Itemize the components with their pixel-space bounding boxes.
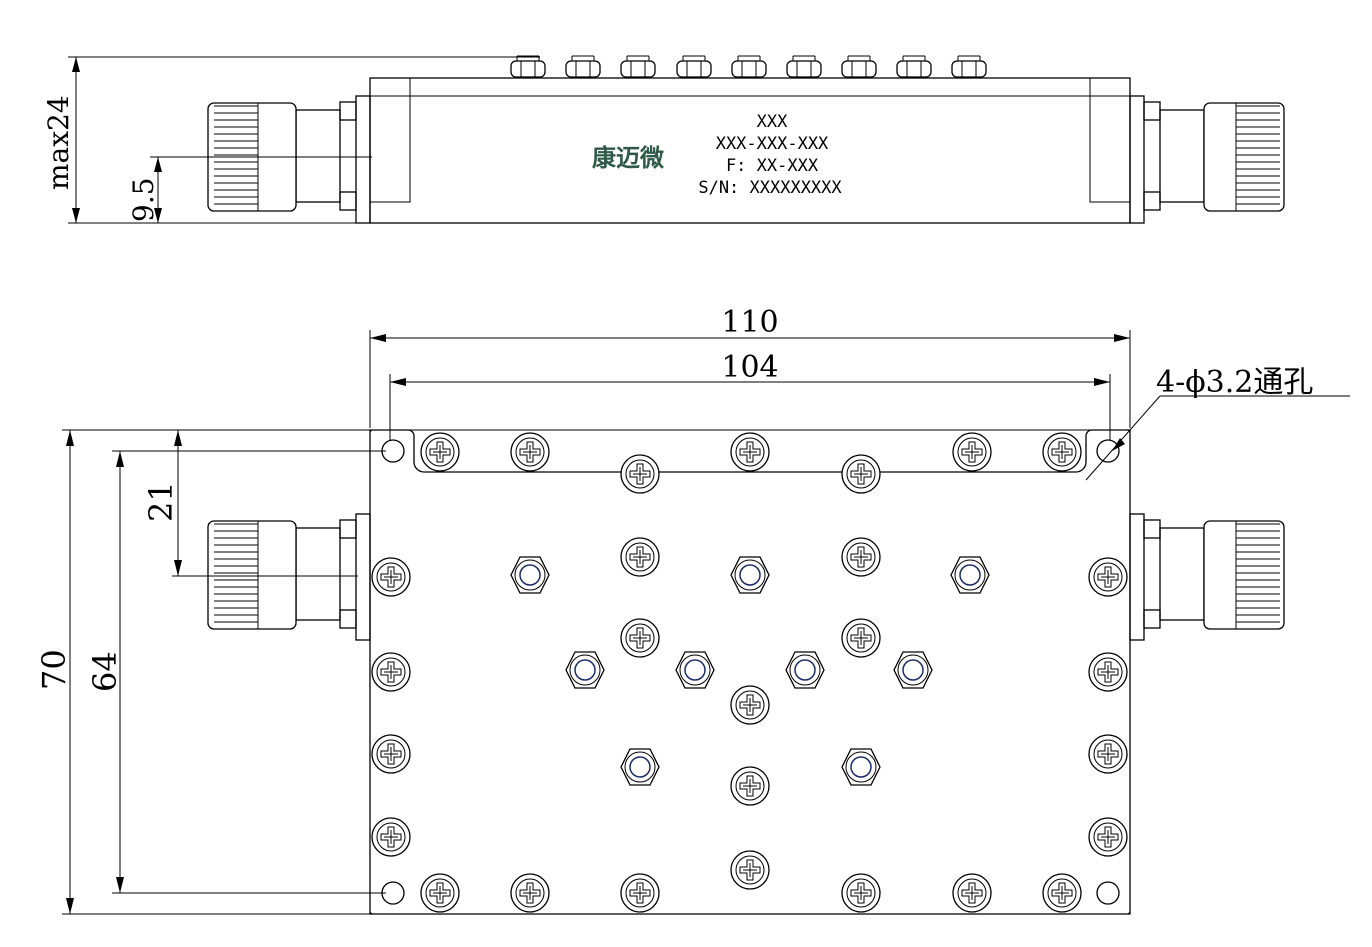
screw-icon [371, 734, 411, 774]
label-line-2: XXX-XXX-XXX [716, 134, 829, 154]
tuning-nut-icon [730, 556, 770, 594]
label-line-3: F: XX-XXX [726, 156, 819, 176]
screw-icon [1088, 557, 1128, 597]
tuning-nut-icon [893, 651, 933, 689]
mounting-hole-icon [1096, 439, 1120, 463]
tuning-nut-icon [950, 556, 990, 594]
dim-64: 64 [86, 651, 124, 692]
dim-9-5: 9.5 [127, 177, 160, 222]
screw-icon [420, 873, 460, 913]
side-right-connector [1129, 95, 1285, 224]
side-left-connector [207, 95, 371, 224]
screw-icon [1042, 873, 1082, 913]
screw-icon [841, 454, 881, 494]
tuning-nuts [510, 556, 990, 786]
screw-icon [730, 432, 770, 472]
tuning-nut-icon [675, 651, 715, 689]
dim-21: 21 [142, 481, 180, 522]
screw-icon [841, 537, 881, 577]
top-dimensions: 110 104 70 64 21 [35, 305, 1350, 915]
tuning-nut-icon [620, 748, 660, 786]
side-dimensions: max24 9.5 [42, 56, 540, 224]
screw-icon [510, 873, 550, 913]
tuning-nut-icon [841, 748, 881, 786]
screw-icon [420, 432, 460, 472]
screw-icon [371, 557, 411, 597]
screw-icon [730, 766, 770, 806]
dim-110: 110 [721, 305, 778, 340]
top-body [369, 429, 1131, 915]
screw-icon [841, 873, 881, 913]
screw-icon [1088, 652, 1128, 692]
mounting-hole-icon [1096, 881, 1120, 905]
screws [371, 432, 1128, 913]
screw-icon [371, 652, 411, 692]
screw-icon [952, 432, 992, 472]
screw-icon [1088, 734, 1128, 774]
dim-max24: max24 [42, 95, 75, 190]
tuning-nut-icon [785, 651, 825, 689]
dim-104: 104 [721, 350, 778, 385]
side-label: 康迈微 XXX XXX-XXX-XXX F: XX-XXX S/N: XXXXX… [592, 112, 842, 198]
label-line-1: XXX [757, 112, 788, 132]
screw-icon [730, 850, 770, 890]
screw-icon [1042, 432, 1082, 472]
top-view: 110 104 70 64 21 [35, 305, 1350, 915]
hole-note: 4-ϕ3.2通孔 [1156, 365, 1313, 400]
screw-icon [841, 618, 881, 658]
mounting-holes [381, 439, 1120, 905]
tuning-nut-icon [510, 556, 550, 594]
screw-icon [620, 873, 660, 913]
label-line-4: S/N: XXXXXXXXX [698, 178, 842, 198]
screw-icon [730, 685, 770, 725]
logo-text: 康迈微 [592, 144, 664, 172]
n-type-connector-icon [1129, 513, 1285, 641]
screw-icon [510, 432, 550, 472]
screw-icon [952, 873, 992, 913]
screw-icon [371, 817, 411, 857]
side-view: 康迈微 XXX XXX-XXX-XXX F: XX-XXX S/N: XXXXX… [42, 55, 1285, 224]
dim-70: 70 [35, 649, 73, 690]
screw-icon [620, 454, 660, 494]
screw-icon [1088, 817, 1128, 857]
screw-icon [620, 618, 660, 658]
screw-icon [620, 537, 660, 577]
side-cap-nuts [510, 55, 987, 78]
tuning-nut-icon [565, 651, 605, 689]
n-type-connector-icon [207, 513, 371, 641]
